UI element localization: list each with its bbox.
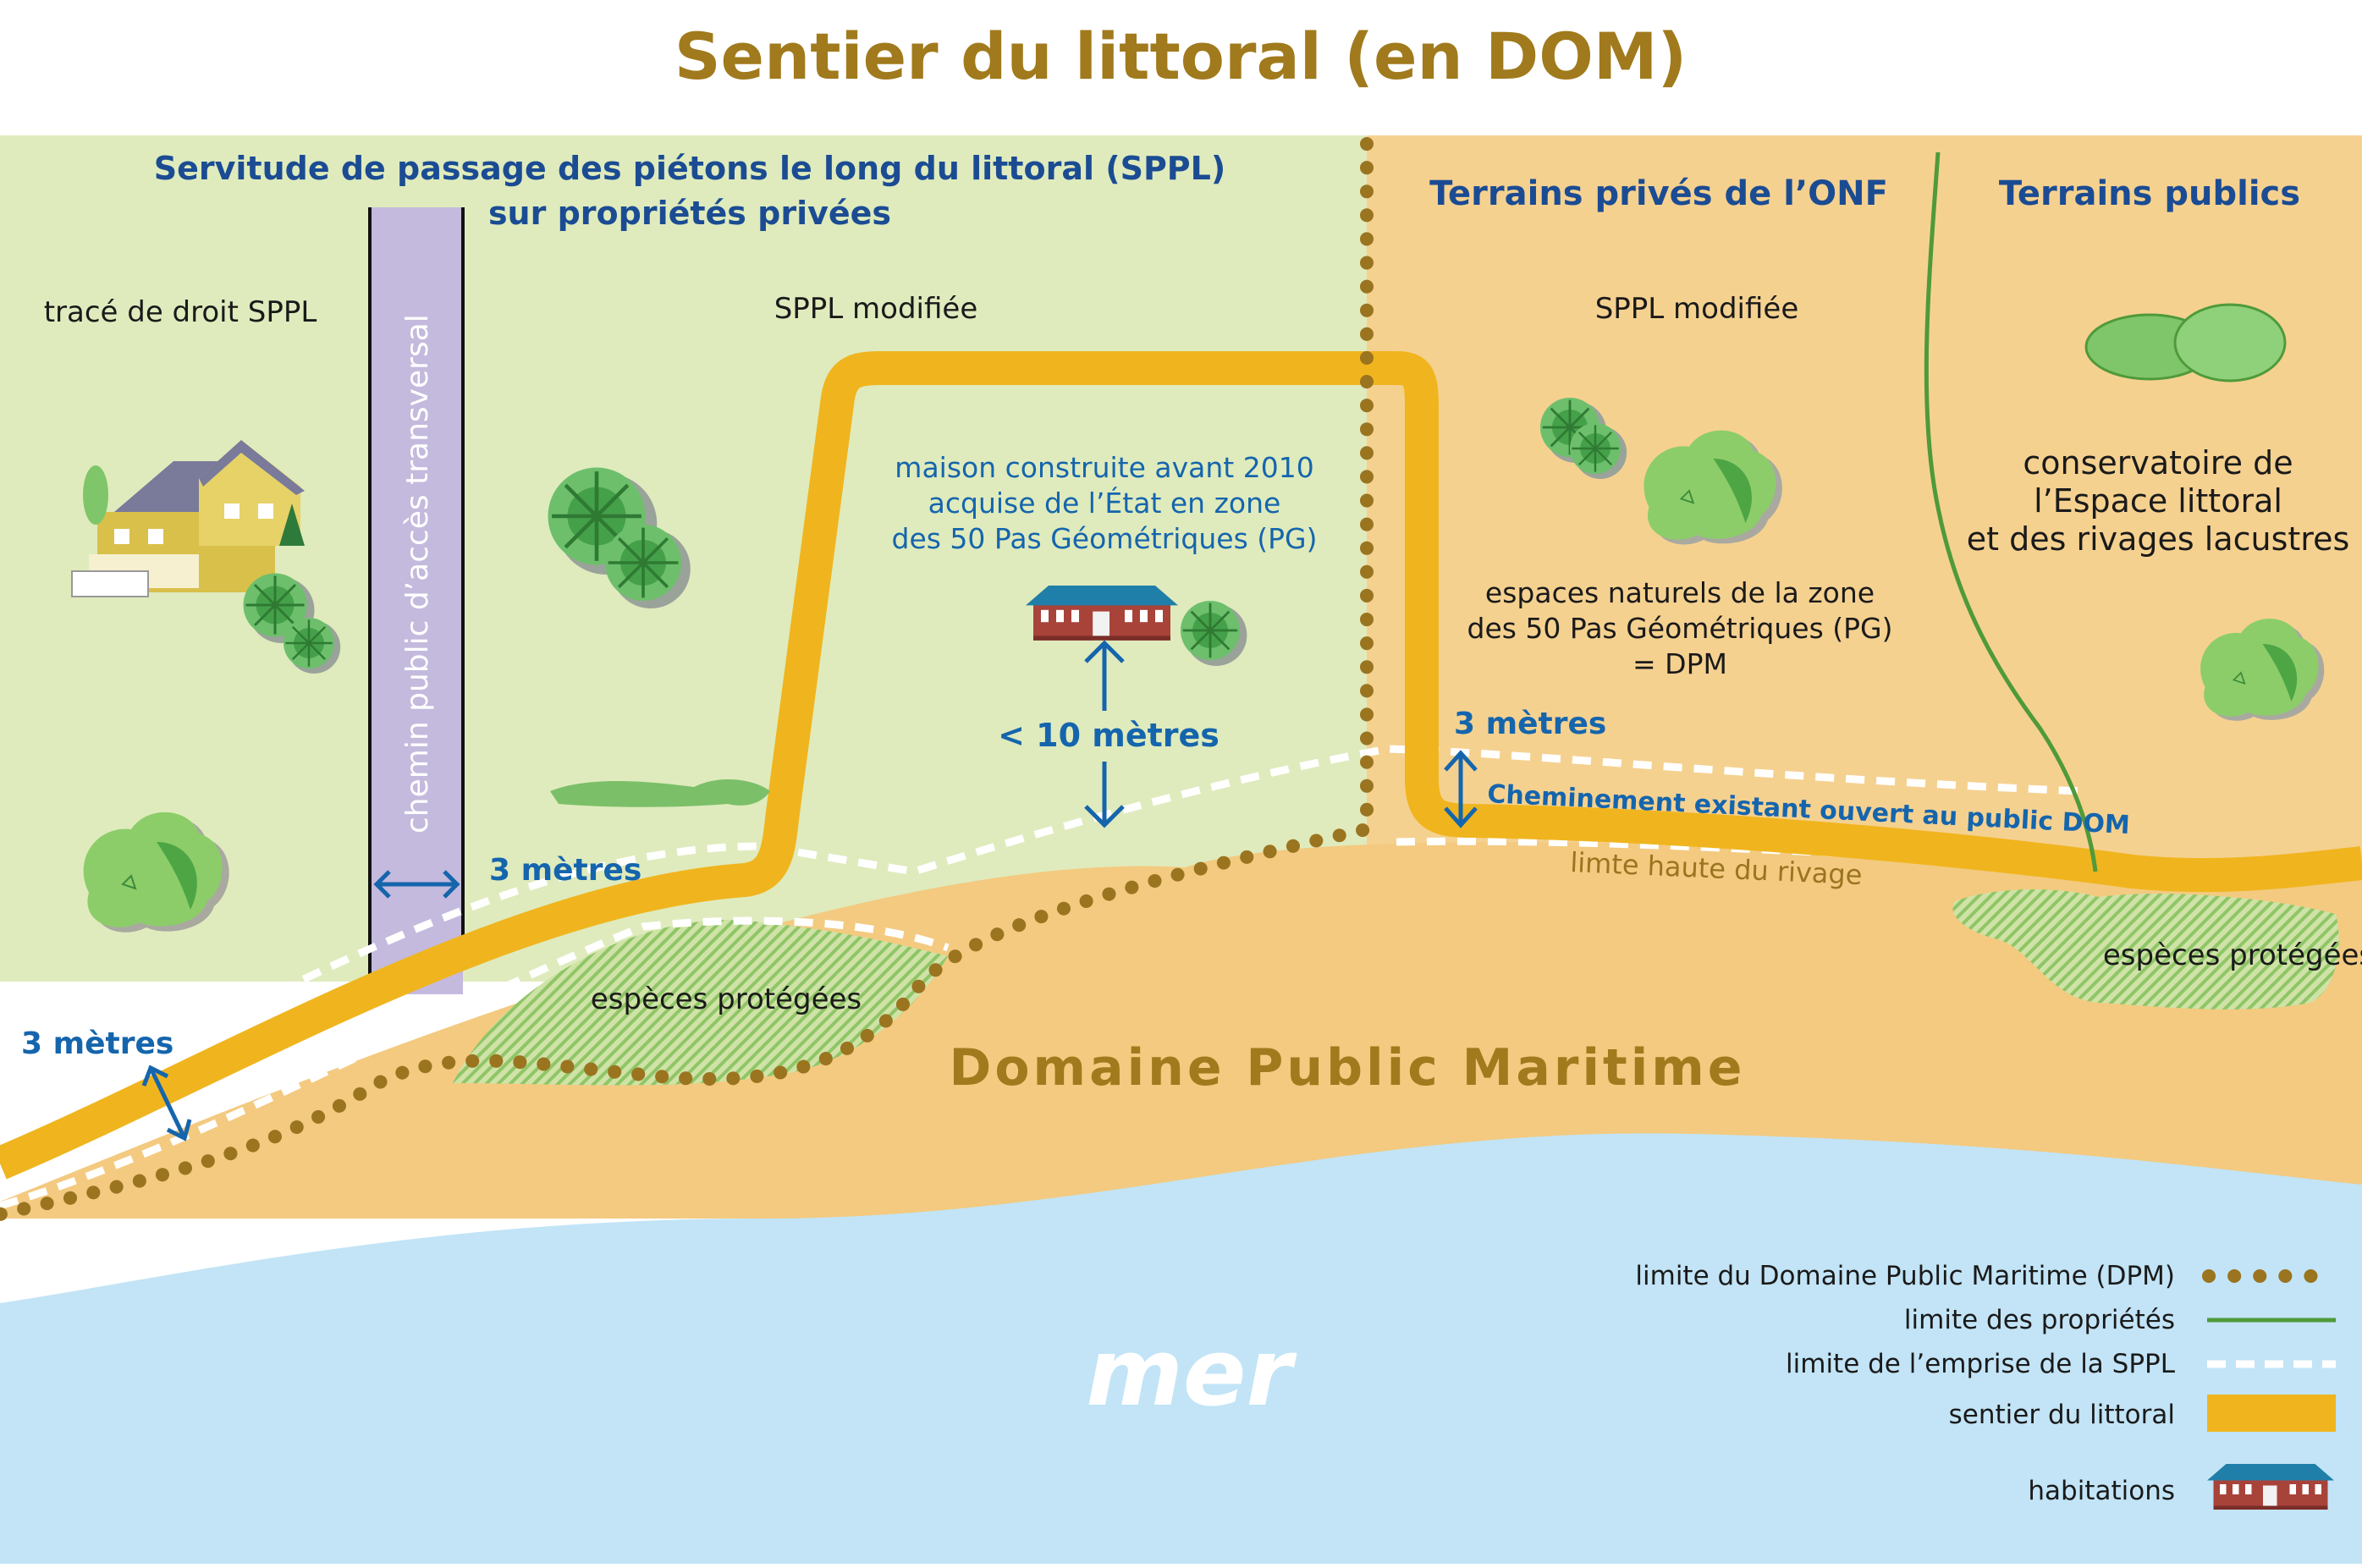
espaces-naturels-line2: des 50 Pas Géométriques (PG) (1467, 612, 1893, 645)
public-header: Terrains publics (1999, 174, 2300, 213)
espaces-naturels-line1: espaces naturels de la zone (1485, 576, 1875, 609)
onf-header: Terrains privés de l’ONF (1429, 174, 1888, 213)
measure-arrow-10m (1084, 640, 1125, 828)
corridor-label: chemin public d’accès transversal (400, 314, 435, 834)
protected-species-area-2 (1952, 889, 2339, 1010)
maison-label-line1: maison construite avant 2010 (895, 451, 1313, 484)
legend: limite du Domaine Public Maritime (DPM) … (1635, 1261, 2343, 1510)
dpm-limit-line (0, 137, 1374, 1221)
maison-label-line3: des 50 Pas Géométriques (PG) (892, 522, 1318, 555)
legend-label-dpm: limite du Domaine Public Maritime (DPM) (1635, 1261, 2175, 1291)
especes-protegees-label-1: espèces protégées (591, 982, 862, 1016)
trois-metres-label-corridor: 3 mètres (489, 853, 641, 888)
moins-10-metres-label: < 10 mètres (998, 717, 1220, 754)
sentier-du-littoral-path (0, 351, 2362, 1180)
sppl-limit-line-right (1396, 837, 2083, 867)
measure-arrow-corridor (373, 870, 460, 899)
especes-protegees-label-2: espèces protégées (2103, 938, 2362, 972)
sppl-limit-line-lower (0, 916, 950, 1210)
trois-metres-label-left: 3 mètres (21, 1026, 173, 1061)
legend-label-habitations: habitations (2028, 1476, 2175, 1506)
conservatoire-line2: l’Espace littoral (2034, 482, 2282, 520)
sppl-modifiee-label-2: SPPL modifiée (1595, 292, 1799, 326)
shrub-icon (550, 778, 770, 807)
lily-pad-icon (2084, 303, 2287, 382)
protected-species-area-1 (453, 919, 948, 1086)
domaine-public-maritime-label: Domaine Public Maritime (950, 1038, 1746, 1098)
measure-arrow-onf (1444, 750, 1478, 828)
maison-label-line2: acquise de l’État en zone (928, 486, 1281, 520)
public-access-corridor (370, 207, 463, 994)
conservatoire-line3: et des rivages lacustres (1967, 520, 2350, 558)
sppl-modifiee-label-1: SPPL modifiée (774, 292, 978, 326)
measure-arrow-left (141, 1065, 192, 1142)
legend-label-sentier: sentier du littoral (1949, 1400, 2175, 1430)
sppl-limit-line-upper (0, 745, 2083, 1125)
beach-zone (0, 842, 2362, 1219)
house-icon-sppl (1026, 586, 1178, 641)
sppl-header-line2: sur propriétés privées (488, 195, 891, 232)
legend-label-proprietes: limite des propriétés (1904, 1305, 2175, 1335)
trace-droit-label: tracé de droit SPPL (44, 295, 317, 329)
legend-label-sppl: limite de l’emprise de la SPPL (1786, 1349, 2176, 1379)
sea-zone (0, 1133, 2362, 1564)
conservatoire-line1: conservatoire de (2023, 444, 2293, 481)
trois-metres-label-onf: 3 mètres (1454, 707, 1606, 741)
legend-symbol-sentier (2207, 1395, 2336, 1432)
country-house-icon (71, 440, 305, 597)
sppl-header-line1: Servitude de passage des piétons le long… (154, 150, 1226, 187)
mer-label: mer (1086, 1318, 1297, 1427)
legend-house-icon (2207, 1464, 2334, 1510)
property-limit-line (1924, 151, 2098, 872)
espaces-naturels-line3: = DPM (1632, 647, 1727, 680)
page-title: Sentier du littoral (en DOM) (674, 19, 1687, 94)
